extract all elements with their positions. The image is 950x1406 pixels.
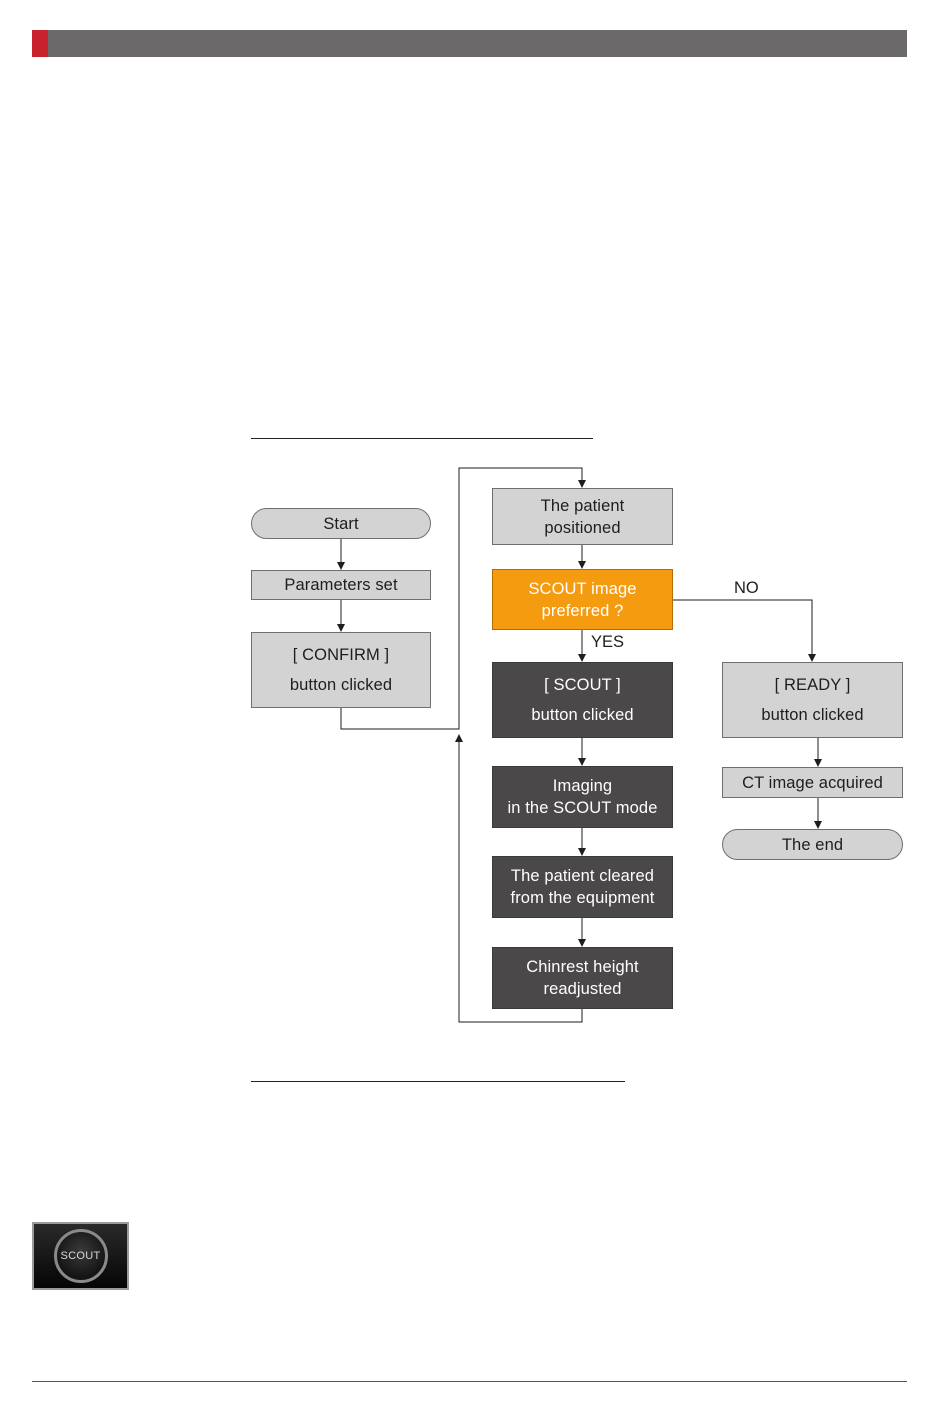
node-chinrest-line1: Chinrest height (526, 956, 638, 978)
node-positioned-line2: positioned (544, 517, 620, 539)
node-decision-line1: SCOUT image (528, 578, 636, 600)
node-ct-acquired: CT image acquired (722, 767, 903, 798)
node-start: Start (251, 508, 431, 539)
node-positioned-line1: The patient (541, 495, 625, 517)
node-confirm-line2: button clicked (290, 674, 392, 696)
node-parameters-set: Parameters set (251, 570, 431, 600)
node-patient-cleared: The patient cleared from the equipment (492, 856, 673, 918)
bottom-rule (251, 1081, 625, 1082)
node-cleared-line2: from the equipment (511, 887, 655, 909)
node-the-end: The end (722, 829, 903, 860)
node-imaging-line1: Imaging (553, 775, 612, 797)
node-imaging-line2: in the SCOUT mode (508, 797, 658, 819)
node-scout-line2: button clicked (531, 704, 633, 726)
node-cleared-line1: The patient cleared (511, 865, 654, 887)
node-start-label: Start (323, 513, 358, 535)
scout-button-label: SCOUT (61, 1250, 101, 1262)
node-confirm-line1: [ CONFIRM ] (293, 644, 389, 666)
node-ct-label: CT image acquired (742, 772, 883, 794)
node-patient-positioned: The patient positioned (492, 488, 673, 545)
node-ready-line1: [ READY ] (775, 674, 851, 696)
scout-button-ring-icon: SCOUT (54, 1229, 108, 1283)
node-chinrest-readjusted: Chinrest height readjusted (492, 947, 673, 1009)
footer-rule (32, 1381, 907, 1382)
edge-label-no: NO (734, 579, 759, 598)
node-scout-line1: [ SCOUT ] (544, 674, 621, 696)
node-scout-clicked: [ SCOUT ] button clicked (492, 662, 673, 738)
scout-button[interactable]: SCOUT (32, 1222, 129, 1290)
node-chinrest-line2: readjusted (543, 978, 621, 1000)
edge-decision-ready (673, 600, 812, 661)
node-imaging-scout: Imaging in the SCOUT mode (492, 766, 673, 828)
edge-label-yes: YES (591, 633, 624, 652)
node-confirm-clicked: [ CONFIRM ] button clicked (251, 632, 431, 708)
node-decision-line2: preferred ? (542, 600, 624, 622)
node-ready-clicked: [ READY ] button clicked (722, 662, 903, 738)
node-ready-line2: button clicked (761, 704, 863, 726)
node-scout-decision: SCOUT image preferred ? (492, 569, 673, 630)
node-end-label: The end (782, 834, 843, 856)
node-parameters-label: Parameters set (284, 574, 397, 596)
